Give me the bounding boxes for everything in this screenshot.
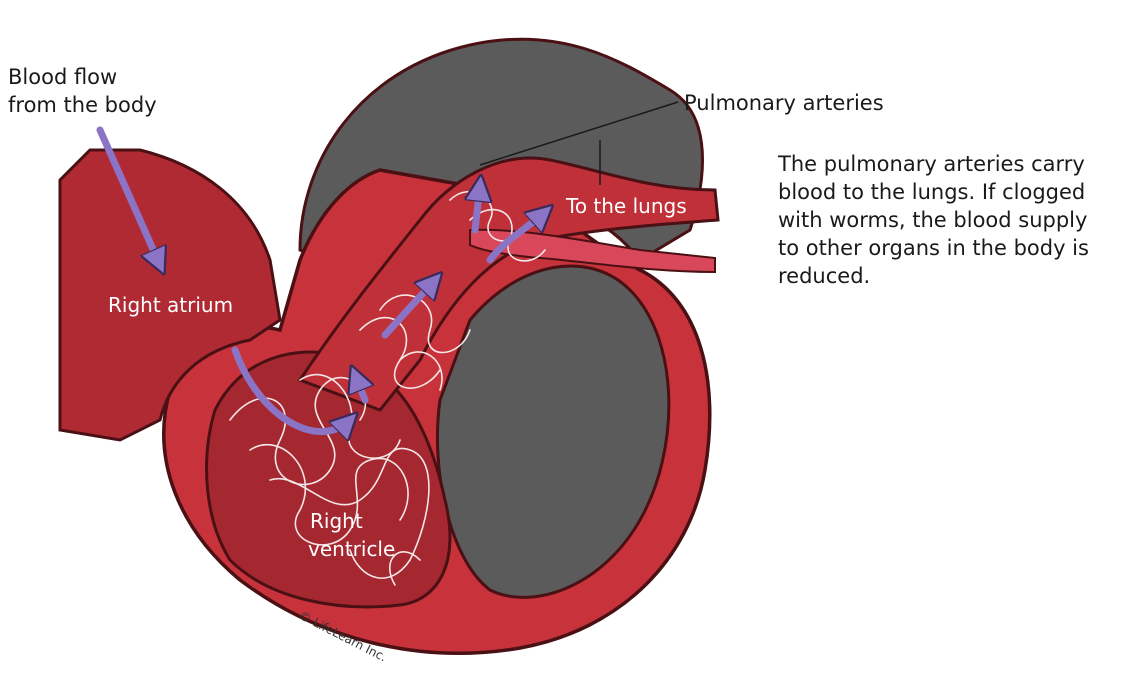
arrow-branch-up	[475, 185, 480, 230]
note-line: to other organs in the body is	[778, 234, 1138, 262]
label-right-atrium: Right atrium	[108, 293, 233, 317]
pulmonary-arteries-note: The pulmonary arteries carry blood to th…	[778, 150, 1138, 290]
note-line: blood to the lungs. If clogged	[778, 178, 1138, 206]
note-line: The pulmonary arteries carry	[778, 150, 1138, 178]
label-right: Right	[310, 509, 363, 533]
label-pulmonary-arteries: Pulmonary arteries	[684, 91, 884, 115]
label-ventricle: ventricle	[308, 537, 395, 561]
note-line: reduced.	[778, 262, 1138, 290]
note-line: with worms, the blood supply	[778, 206, 1138, 234]
label-from-the-body: from the body	[8, 93, 157, 117]
label-to-the-lungs: To the lungs	[565, 194, 687, 218]
label-blood-flow: Blood flow	[8, 65, 117, 89]
